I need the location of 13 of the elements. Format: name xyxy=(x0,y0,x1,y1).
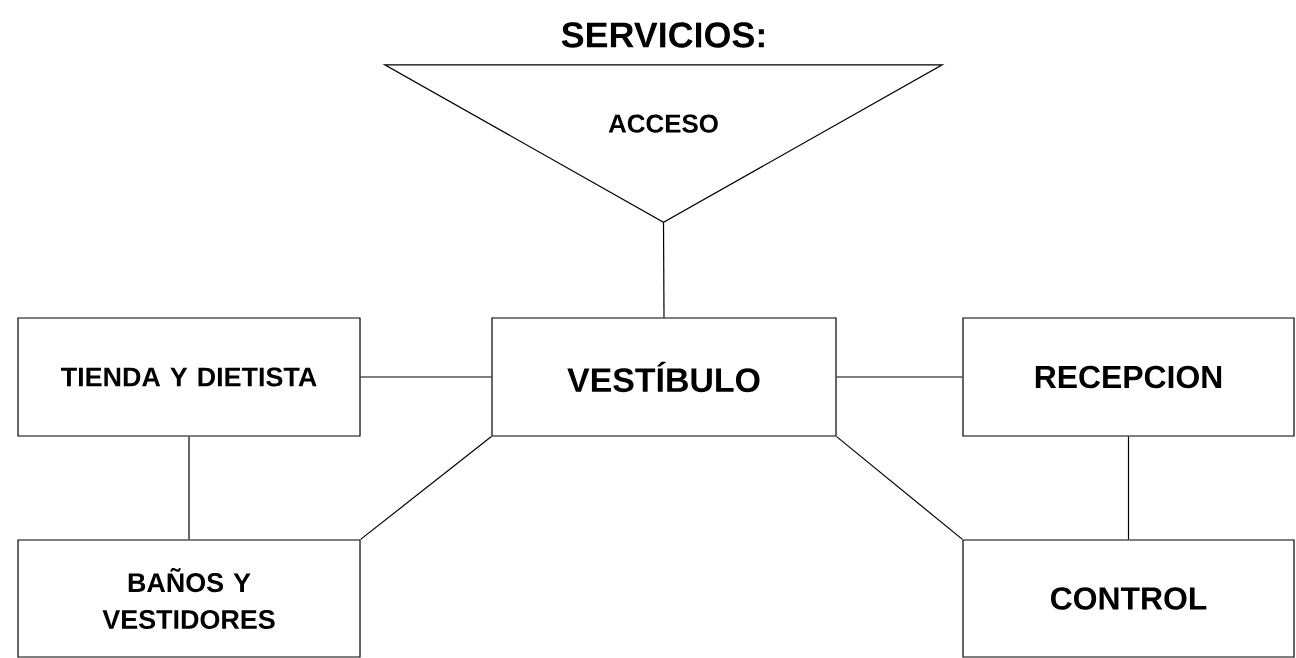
process-box: CONTROL xyxy=(962,539,1295,658)
connector-line xyxy=(188,436,190,540)
title: SERVICIOS: xyxy=(561,22,764,48)
process-box: BAÑOS Y VESTIDORES xyxy=(17,539,361,658)
process-box: VESTÍBULO xyxy=(491,317,837,437)
connector-line xyxy=(662,221,665,318)
connector-line xyxy=(360,436,492,540)
connector-line xyxy=(360,376,492,378)
connector-line xyxy=(836,436,963,540)
process-box: TIENDA Y DIETISTA xyxy=(17,317,361,437)
connector-line xyxy=(836,376,963,378)
connector-line xyxy=(1127,436,1130,540)
process-box: RECEPCION xyxy=(962,317,1295,437)
